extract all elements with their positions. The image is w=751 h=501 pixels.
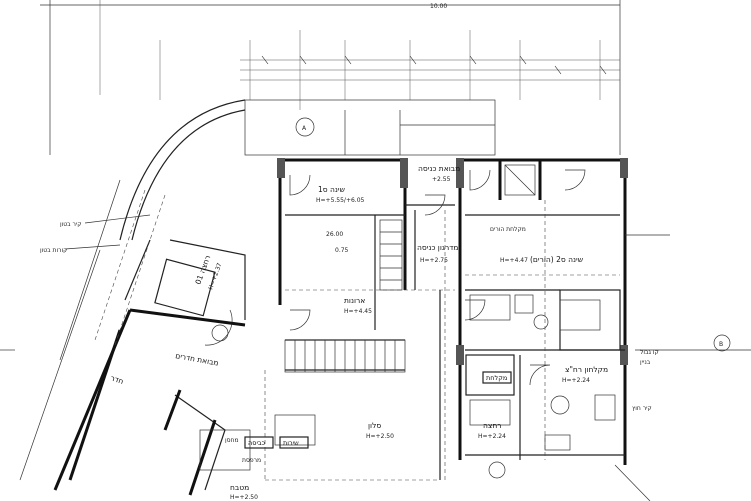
- room-label-kitchen: מטבח: [230, 483, 249, 492]
- top-dimension-area: 10.00: [40, 0, 621, 155]
- door-swing-icon: [204, 169, 586, 386]
- room-label-balcony-left: מרפסת: [242, 457, 261, 464]
- level-bedroom-top: H=+5.55/+6.05: [316, 197, 365, 204]
- svg-text:A: A: [302, 125, 307, 132]
- room-labels: שינה ס1 H=+5.55/+6.05 מבואת כניסה +2.55 …: [109, 164, 608, 501]
- interior-walls: [264, 204, 625, 481]
- left-note-1: קיר בטון: [60, 221, 82, 228]
- boxed-tags: מקלחת כביסה שירות 26.00 0.75: [244, 231, 512, 449]
- room-label-room-left: חדר: [109, 373, 124, 386]
- left-wing: [19, 179, 316, 496]
- tag-box-parents: מקלחת: [486, 374, 507, 382]
- section-marker-icon: [295, 117, 315, 137]
- level-parents: H=+4.47: [500, 257, 528, 264]
- room-label-main-bath: רחצה: [483, 421, 501, 430]
- right-note-3: קיר חוץ: [632, 405, 652, 412]
- level-kitchen: H=+2.50: [230, 494, 258, 501]
- room-label-corridor-left: מבואת חדרים: [175, 351, 220, 367]
- level-living: H=+2.50: [366, 433, 394, 440]
- room-label-living: סלון: [368, 421, 381, 430]
- mid-tag-1: 26.00: [326, 231, 343, 238]
- room-label-wardrobe: ארונות: [344, 296, 365, 305]
- section-marker-icon: [713, 334, 731, 352]
- tag-service: שירות: [283, 439, 299, 447]
- room-label-bedroom-parents: שינה ס2 (הורים): [530, 255, 583, 264]
- roof-outline: A: [119, 99, 496, 241]
- room-label-storage: מחסן: [225, 437, 239, 444]
- side-notes: קיר בטון קורות בטון קו גבול בניין קיר חו…: [40, 214, 659, 412]
- level-wet-mid: H=+2.37: [207, 262, 223, 291]
- right-fixtures: B: [0, 164, 751, 501]
- level-entrance: +2.55: [432, 176, 451, 183]
- mid-tag-2: 0.75: [335, 247, 349, 254]
- room-label-entrance-hall: מבואת כניסה: [418, 164, 460, 173]
- level-stairs: H=+2.75: [420, 257, 448, 264]
- stair-icon: [284, 219, 406, 373]
- right-note-2: בניין: [640, 359, 651, 366]
- exterior-walls: [277, 158, 628, 465]
- room-label-shower-parents: מקלחת הורים: [490, 226, 526, 233]
- room-label-shower-right: מקלחון רח"צ: [565, 365, 608, 374]
- left-note-2: קורות בטון: [40, 247, 67, 254]
- room-label-bedroom-top: שינה ס1: [318, 185, 345, 194]
- room-label-entrance-stairs: מדרגון כניסה: [417, 243, 458, 252]
- level-shower-right: H=+2.24: [562, 377, 590, 384]
- top-dimension-label: 10.00: [430, 3, 447, 10]
- svg-text:B: B: [719, 341, 723, 348]
- tag-box-bottom: כביסה: [248, 439, 266, 447]
- level-bath: H=+2.24: [478, 433, 506, 440]
- level-wardrobe: H=+4.45: [344, 308, 372, 315]
- right-note-1: קו גבול: [640, 349, 659, 356]
- grid-lines: [285, 200, 620, 480]
